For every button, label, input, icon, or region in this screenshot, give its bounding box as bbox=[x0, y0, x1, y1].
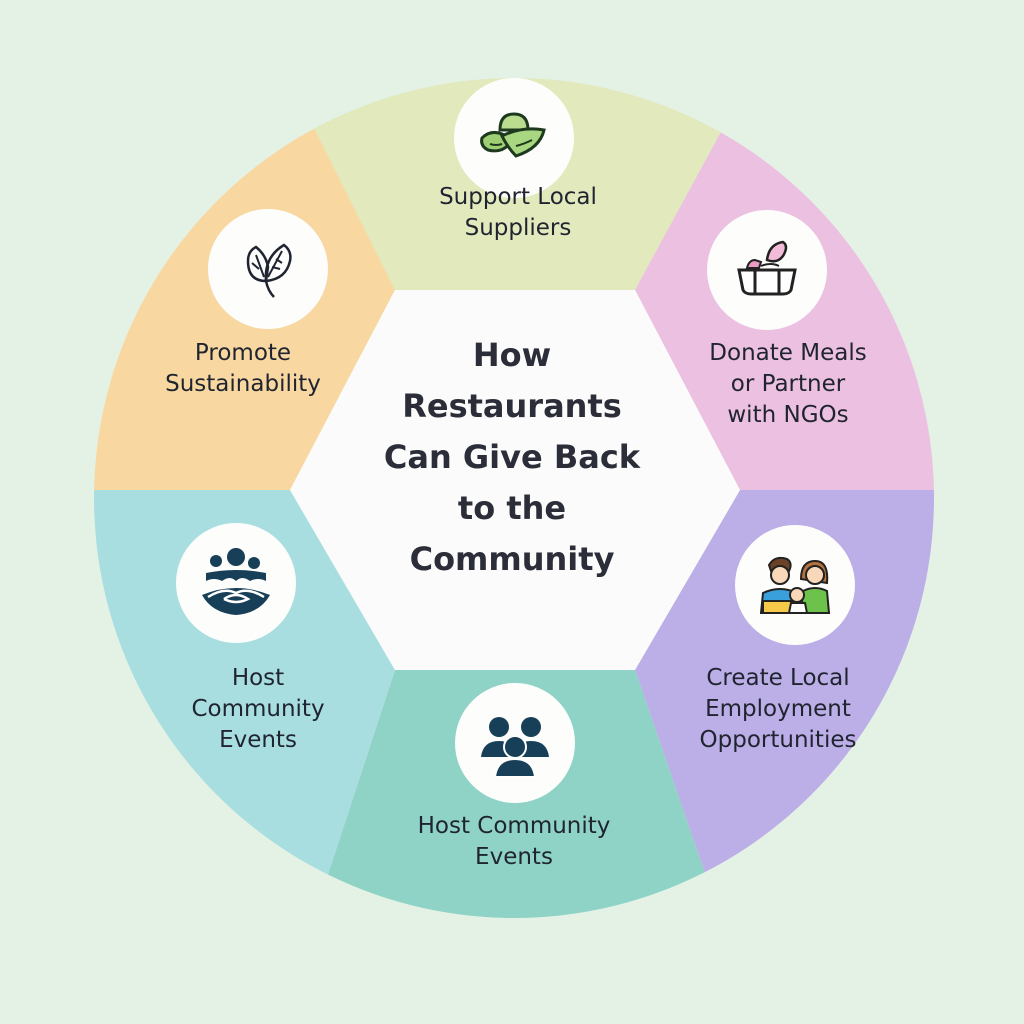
food-basket-icon bbox=[737, 240, 797, 296]
leaves-icon bbox=[246, 243, 292, 298]
label-host-community-events-bottom: Host Community Events bbox=[417, 813, 611, 870]
icon-badge-host-community-events-left bbox=[176, 523, 296, 643]
label-donate-meals: Donate Meals or Partner with NGOs bbox=[709, 340, 867, 428]
community-hands-icon bbox=[202, 548, 270, 615]
leaf-hat-icon bbox=[480, 112, 546, 158]
diagram-title: How Restaurants Can Give Back to the Com… bbox=[383, 336, 641, 578]
family-icon bbox=[759, 556, 831, 614]
center-hexagon bbox=[290, 290, 740, 670]
label-host-community-events-left: Host Community Events bbox=[191, 665, 325, 753]
segment-host-community-events-bottom bbox=[300, 670, 735, 918]
icon-badge-host-community-events-bottom bbox=[455, 683, 575, 803]
label-create-local-employment: Create Local Employment Opportunities bbox=[699, 665, 857, 753]
icon-badge-donate-meals bbox=[707, 210, 827, 330]
group-people-icon bbox=[481, 717, 549, 778]
icon-badge-support-local-suppliers bbox=[454, 78, 574, 198]
label-support-local-suppliers: Support Local Suppliers bbox=[439, 184, 597, 241]
icon-badge-promote-sustainability bbox=[208, 209, 328, 329]
label-promote-sustainability: Promote Sustainability bbox=[165, 340, 321, 397]
icon-badge-create-local-employment bbox=[735, 525, 855, 645]
